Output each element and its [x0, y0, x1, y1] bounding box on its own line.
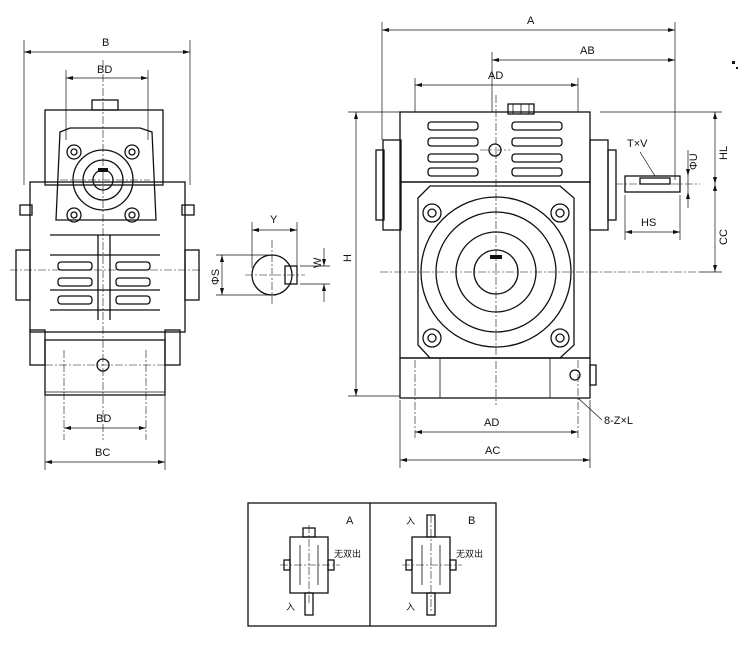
dim-phiS: ΦS: [210, 269, 222, 285]
legend-A-side: 无双出: [334, 548, 361, 560]
legend-B-side: 无双出: [456, 548, 483, 560]
side-view: B BD: [10, 37, 200, 470]
dim-phiU: ΦU: [688, 153, 700, 170]
dim-AD-bottom: AD: [484, 417, 499, 429]
mounting-legend: A 无双出 入 B 无双出 入 入: [247, 502, 497, 627]
dim-TxV: T×V: [627, 138, 648, 150]
front-view: A AB AD H: [342, 15, 730, 468]
dim-HL: HL: [718, 146, 730, 160]
dim-Y: Y: [270, 214, 278, 226]
dim-B: B: [102, 37, 109, 49]
legend-box-A: A 无双出 入: [280, 515, 361, 616]
legend-box-B: B 无双出 入 入: [402, 514, 483, 616]
legend-A-letter: A: [346, 515, 354, 527]
dim-AC: AC: [485, 445, 500, 457]
legend-B-input-top: 入: [406, 516, 415, 527]
dim-HS: HS: [641, 217, 656, 229]
dim-AD-top: AD: [488, 70, 503, 82]
dim-BD-bottom: BD: [96, 413, 111, 425]
dim-BD-top: BD: [97, 64, 112, 76]
dim-AB: AB: [580, 45, 595, 57]
legend-B-letter: B: [468, 515, 475, 527]
dim-A: A: [527, 15, 535, 27]
legend-A-input-bottom: 入: [286, 602, 295, 613]
shaft-section: Y ΦS W: [210, 214, 330, 305]
dim-BC: BC: [95, 447, 110, 459]
legend-B-input-bottom: 入: [406, 602, 415, 613]
dim-H: H: [342, 254, 354, 262]
dim-ZL: 8-Z×L: [604, 415, 633, 427]
dim-CC: CC: [718, 229, 730, 245]
dim-W: W: [312, 257, 324, 268]
